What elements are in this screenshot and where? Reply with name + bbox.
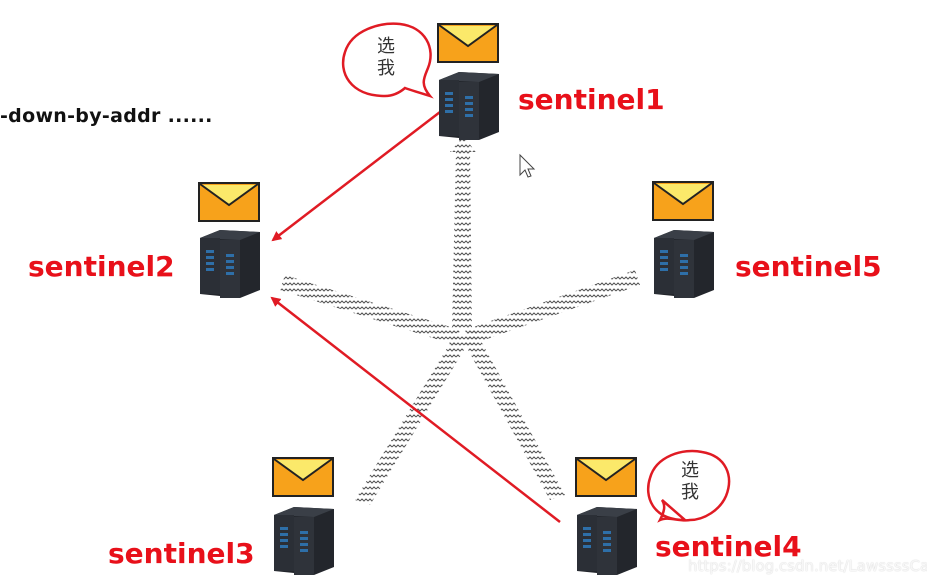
envelope-icon-sentinel4 [575, 457, 637, 497]
server-icon-sentinel1 [439, 72, 499, 140]
speech-bubble-text-sentinel4: 选 我 [675, 460, 705, 504]
arrow-sentinel4-to-sentinel2 [270, 296, 561, 523]
speech-bubble-sentinel4 [646, 449, 731, 523]
bubble-line: 我 [681, 482, 699, 503]
spoke-to-sentinel5 [465, 270, 640, 345]
speech-bubble-text-sentinel1: 选 我 [371, 36, 401, 80]
spoke-to-sentinel1 [452, 150, 472, 330]
watermark: https://blog.csdn.net/LawssssCat [688, 557, 927, 575]
spoke-to-sentinel1-head [450, 136, 476, 152]
server-icon-sentinel2 [200, 230, 260, 298]
bubble-line: 我 [377, 58, 395, 79]
envelope-icon-sentinel1 [437, 23, 499, 63]
envelope-icon-sentinel2 [198, 182, 260, 222]
spoke-to-sentinel2 [280, 275, 460, 345]
bubble-line: 选 [681, 460, 699, 481]
envelope-icon-sentinel5 [652, 181, 714, 221]
envelope-icon-sentinel3 [272, 457, 334, 497]
server-icon-sentinel3 [274, 507, 334, 575]
node-label-sentinel5: sentinel5 [735, 250, 882, 283]
node-label-sentinel1: sentinel1 [518, 83, 665, 116]
zigzag-spokes [280, 136, 640, 505]
mouse-cursor-icon [519, 153, 536, 178]
node-label-sentinel4: sentinel4 [655, 530, 802, 563]
arrow-sentinel1-to-sentinel2 [271, 111, 441, 242]
node-label-sentinel2: sentinel2 [28, 250, 175, 283]
node-label-sentinel3: sentinel3 [108, 537, 255, 570]
command-text: -down-by-addr ...... [0, 105, 213, 127]
server-icon-sentinel5 [654, 230, 714, 298]
server-icon-sentinel4 [577, 507, 637, 575]
spoke-to-sentinel3 [355, 335, 470, 505]
speech-bubble-sentinel1 [341, 22, 434, 99]
bubble-line: 选 [377, 36, 395, 57]
spoke-to-sentinel4 [460, 330, 565, 500]
